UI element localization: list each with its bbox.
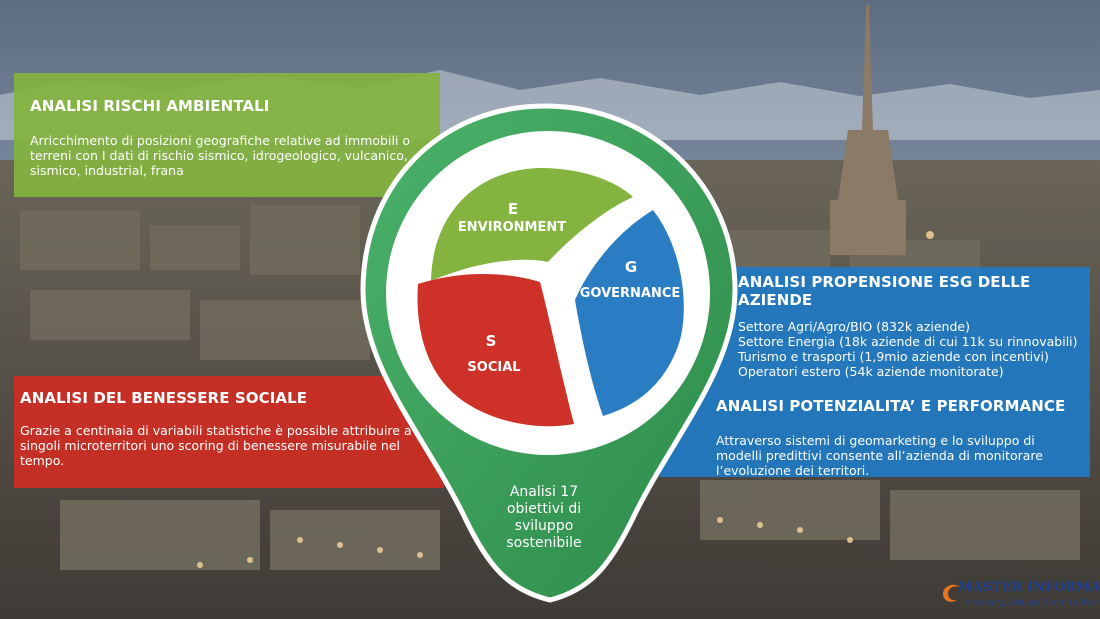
- esg-propensity-panel: ANALISI PROPENSIONE ESG DELLE AZIENDE Se…: [660, 267, 1090, 478]
- social-wellbeing-text: Grazie a centinaia di variabili statisti…: [20, 423, 412, 468]
- governance-label: GOVERNANCE: [579, 286, 681, 301]
- sdg-analysis-text: Analisi 17 obiettivi di sviluppo sosteni…: [506, 484, 582, 551]
- esg-sector-item: Settore Agri/Agro/BIO (832k aziende): [738, 319, 970, 334]
- environmental-risk-title: ANALISI RISCHI AMBIENTALI: [30, 97, 270, 115]
- logo-swirl-icon: [943, 584, 960, 602]
- environment-label: ENVIRONMENT: [457, 220, 567, 235]
- esg-sector-list: Settore Agri/Agro/BIO (832k aziende) Set…: [738, 319, 1080, 379]
- logo-tagline: Marketing, Sviluppo Territori e Rischio: [966, 598, 1100, 607]
- performance-text: Attraverso sistemi di geomarketing e lo …: [716, 433, 1043, 478]
- esg-sector-item: Settore Energia (18k aziende di cui 11k …: [738, 334, 1078, 349]
- governance-segment: [575, 210, 684, 416]
- performance-title: ANALISI POTENZIALITA’ E PERFORMANCE: [716, 397, 1066, 415]
- social-wellbeing-title: ANALISI DEL BENESSERE SOCIALE: [20, 389, 308, 407]
- esg-sector-item: Turismo e trasporti (1,9mio aziende con …: [738, 349, 1049, 364]
- master-information-logo: MASTER INFORMATION Marketing, Sviluppo T…: [940, 578, 1100, 614]
- social-wellbeing-panel: ANALISI DEL BENESSERE SOCIALE Grazie a c…: [14, 376, 444, 488]
- esg-sector-item: Operatori estero (54k aziende monitorate…: [738, 364, 1004, 379]
- environmental-risk-text: Arricchimento di posizioni geografiche r…: [30, 133, 411, 178]
- tower-silhouette: [830, 5, 906, 255]
- social-letter: S: [485, 332, 497, 350]
- governance-letter: G: [624, 258, 638, 276]
- esg-propensity-title: ANALISI PROPENSIONE ESG DELLE AZIENDE: [738, 273, 1031, 309]
- environment-segment: [431, 168, 633, 281]
- social-label: SOCIAL: [467, 360, 521, 375]
- social-segment: [417, 273, 574, 427]
- environmental-risk-panel: ANALISI RISCHI AMBIENTALI Arricchimento …: [14, 73, 440, 197]
- logo-brand: MASTER INFORMATION: [958, 580, 1100, 595]
- environment-letter: E: [507, 200, 519, 218]
